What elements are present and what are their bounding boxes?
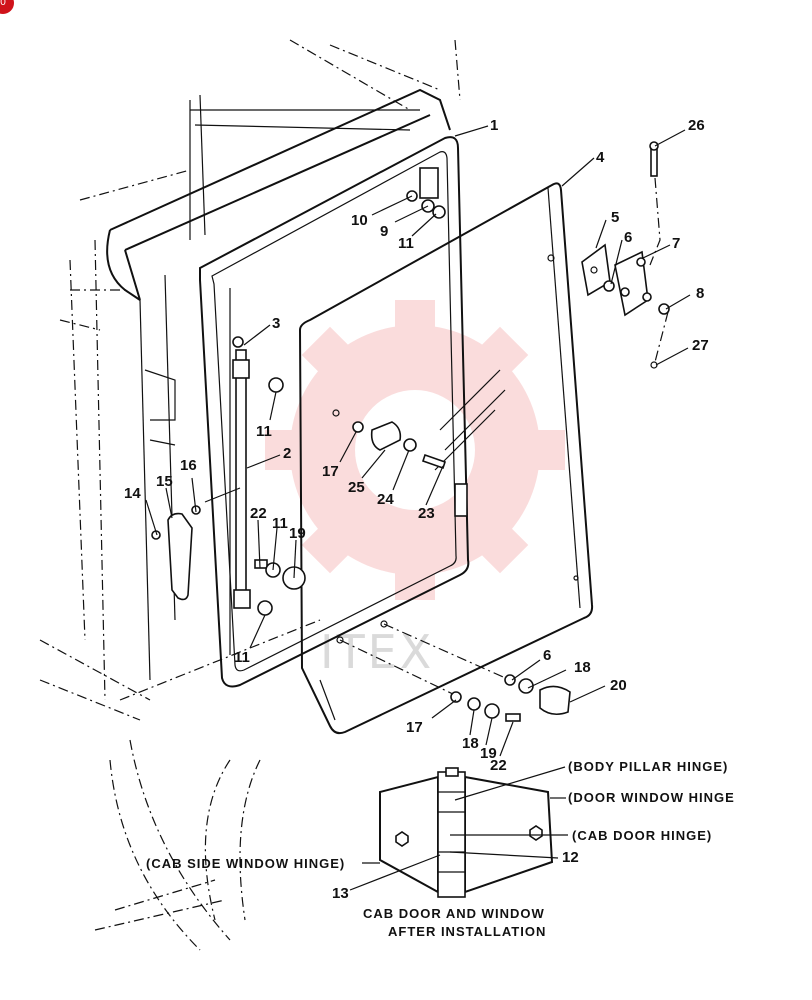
- callout-12: 12: [562, 849, 579, 866]
- callout-22-lower: 22: [490, 757, 507, 774]
- callout-6-lower: 6: [543, 647, 551, 664]
- leader-lines: [145, 125, 691, 891]
- label-cab-door-hinge: (CAB DOOR HINGE): [572, 828, 712, 843]
- lower-latch-hardware: [254, 559, 306, 590]
- door-window-glass: [298, 182, 594, 735]
- callout-19-lower: 19: [480, 745, 497, 762]
- callout-4: 4: [596, 149, 605, 166]
- callout-18-lower: 18: [462, 735, 479, 752]
- label-body-pillar-hinge: (BODY PILLAR HINGE): [568, 759, 728, 774]
- callout-8: 8: [696, 285, 704, 302]
- cab-door-frame: [199, 136, 470, 688]
- callout-3: 3: [272, 315, 280, 332]
- callout-1: 1: [490, 117, 498, 134]
- callout-11-latch: 11: [272, 515, 288, 532]
- corner-badge: 0: [0, 0, 14, 14]
- callout-17-upper: 17: [322, 463, 339, 480]
- watermark-gear-icon: [265, 300, 565, 600]
- hinge-labels: (BODY PILLAR HINGE) (DOOR WINDOW HINGE (…: [146, 759, 735, 871]
- callout-14: 14: [124, 485, 141, 502]
- callout-26: 26: [688, 117, 705, 134]
- callout-17-lower: 17: [406, 719, 423, 736]
- window-hinge-bracket: [581, 243, 670, 317]
- cab-frame: [39, 39, 461, 951]
- label-door-window-hinge: (DOOR WINDOW HINGE: [568, 790, 735, 805]
- callout-numbers: 1 4 3 2 26 5 6 7 8 27 10 9 11 11 17 25 2…: [124, 117, 709, 902]
- callout-22-upper: 22: [250, 505, 267, 522]
- callout-27: 27: [692, 337, 709, 354]
- callout-25: 25: [348, 479, 365, 496]
- caption-line-1: CAB DOOR AND WINDOW: [363, 906, 545, 921]
- callout-11-rod: 11: [256, 423, 272, 440]
- callout-15: 15: [156, 473, 173, 490]
- callout-23: 23: [418, 505, 435, 522]
- callout-20: 20: [610, 677, 627, 694]
- latch-rod: [232, 336, 284, 616]
- callout-5: 5: [611, 209, 619, 226]
- callout-11-top: 11: [398, 235, 414, 252]
- hinge-pin: [649, 141, 669, 369]
- callout-11-lower: 11: [234, 649, 250, 666]
- caption-line-2: AFTER INSTALLATION: [388, 924, 546, 939]
- callout-7: 7: [672, 235, 680, 252]
- window-stop-hardware: [332, 409, 468, 517]
- callout-19-upper: 19: [289, 525, 306, 542]
- callout-10: 10: [351, 212, 368, 229]
- callout-9: 9: [380, 223, 388, 240]
- callout-13: 13: [332, 885, 349, 902]
- hinge-detail-inset: [379, 767, 554, 898]
- lower-hinge-hardware: [336, 620, 571, 722]
- label-cab-side-window-hinge: (CAB SIDE WINDOW HINGE): [146, 856, 345, 871]
- callout-16: 16: [180, 457, 197, 474]
- door-upper-hinge: [406, 167, 446, 219]
- callout-2: 2: [283, 445, 291, 462]
- watermark-text: ITEX: [320, 625, 434, 679]
- callout-18-right: 18: [574, 659, 591, 676]
- figure-caption: CAB DOOR AND WINDOW AFTER INSTALLATION: [363, 906, 546, 939]
- door-handle: [151, 487, 241, 601]
- callout-6-upper: 6: [624, 229, 632, 246]
- callout-24: 24: [377, 491, 394, 508]
